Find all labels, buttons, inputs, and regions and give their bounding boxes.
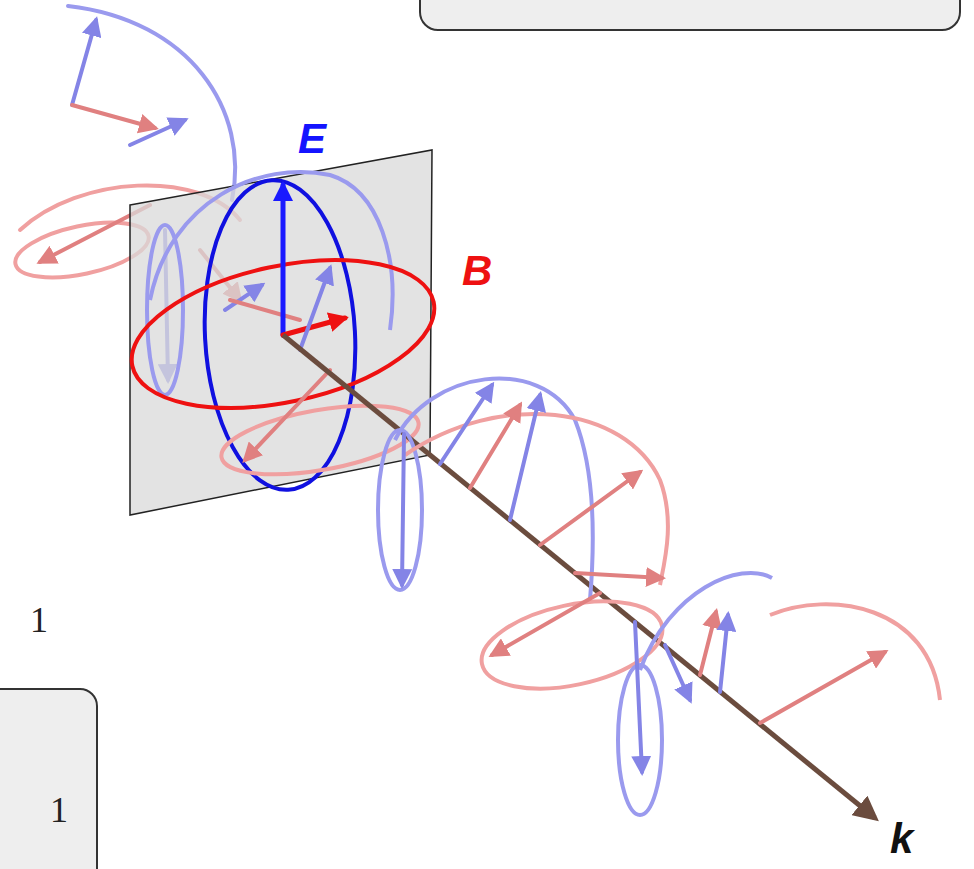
- wavevector-label: k: [890, 818, 913, 860]
- field-label-b: B: [462, 250, 492, 292]
- box-text: 1: [50, 792, 68, 828]
- field-label-e: E: [298, 118, 326, 160]
- info-box: 1: [0, 688, 98, 869]
- value-text: 1: [30, 602, 48, 638]
